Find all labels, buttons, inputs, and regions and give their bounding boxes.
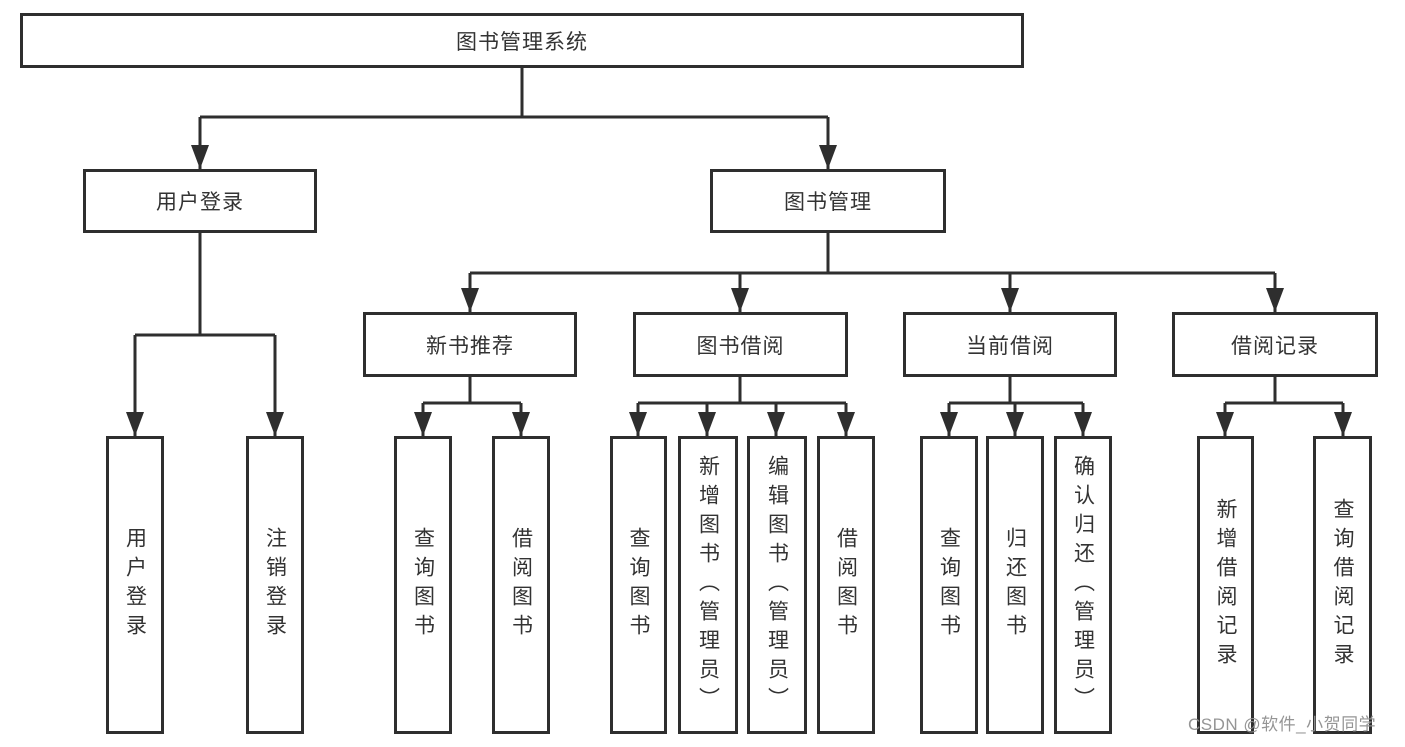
leaf-query-book-borrow-label: 查询图书 [627, 527, 650, 643]
leaf-add-book-admin: 新增图书（管理员） [678, 436, 738, 734]
leaf-borrow-book-recommend: 借阅图书 [492, 436, 550, 734]
leaf-confirm-return-admin: 确认归还（管理员） [1054, 436, 1112, 734]
leaf-query-book-current: 查询图书 [920, 436, 978, 734]
node-current-borrow: 当前借阅 [903, 312, 1117, 377]
node-book-management-label: 图书管理 [784, 191, 872, 214]
csdn-watermark: CSDN @软件_小贺同学 [1188, 715, 1377, 734]
leaf-query-book-current-label: 查询图书 [937, 527, 961, 643]
leaf-query-book-recommend: 查询图书 [394, 436, 452, 734]
node-user-login: 用户登录 [83, 169, 317, 233]
leaf-confirm-return-admin-label: 确认归还（管理员） [1071, 454, 1095, 716]
leaf-query-book-recommend-label: 查询图书 [411, 527, 435, 643]
leaf-borrow-book-recommend-label: 借阅图书 [509, 527, 533, 643]
node-current-borrow-label: 当前借阅 [966, 334, 1054, 358]
node-user-login-label: 用户登录 [156, 191, 244, 214]
leaf-return-book: 归还图书 [986, 436, 1044, 734]
leaf-return-book-label: 归还图书 [1003, 527, 1027, 643]
leaf-user-login: 用户登录 [106, 436, 164, 734]
leaf-query-borrow-record-label: 查询借阅记录 [1331, 498, 1354, 672]
leaf-add-book-admin-label: 新增图书（管理员） [696, 454, 720, 716]
leaf-edit-book-admin-label: 编辑图书（管理员） [765, 454, 789, 716]
leaf-user-login-label: 用户登录 [123, 527, 147, 643]
leaf-logout-login: 注销登录 [246, 436, 304, 734]
node-book-borrow: 图书借阅 [633, 312, 848, 377]
leaf-query-borrow-record: 查询借阅记录 [1313, 436, 1372, 734]
node-root-system: 图书管理系统 [20, 13, 1024, 68]
leaf-add-borrow-record: 新增借阅记录 [1197, 436, 1254, 734]
leaf-logout-login-label: 注销登录 [263, 527, 287, 643]
node-new-book-recommend-label: 新书推荐 [426, 334, 514, 358]
leaf-add-borrow-record-label: 新增借阅记录 [1214, 498, 1237, 672]
node-root-label: 图书管理系统 [456, 30, 588, 54]
node-book-management: 图书管理 [710, 169, 946, 233]
leaf-borrow-book: 借阅图书 [817, 436, 875, 734]
node-book-borrow-label: 图书借阅 [696, 334, 785, 358]
node-borrow-records: 借阅记录 [1172, 312, 1378, 377]
node-new-book-recommend: 新书推荐 [363, 312, 577, 377]
leaf-borrow-book-label: 借阅图书 [834, 527, 858, 643]
node-borrow-records-label: 借阅记录 [1231, 334, 1319, 358]
leaf-query-book-borrow: 查询图书 [610, 436, 667, 734]
leaf-edit-book-admin: 编辑图书（管理员） [747, 436, 807, 734]
